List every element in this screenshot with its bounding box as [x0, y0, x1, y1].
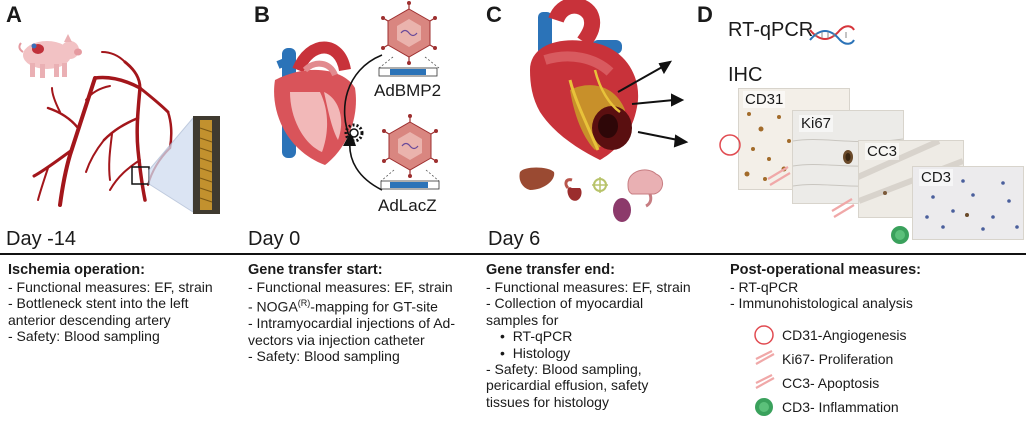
cd3-stain-texture	[925, 179, 1019, 231]
lymph-icon	[592, 177, 608, 193]
column-line: vectors via injection catheter	[248, 331, 425, 348]
red-ring-icon	[719, 134, 741, 156]
column-gene-transfer-end: Gene transfer end: - Functional measures…	[486, 262, 718, 410]
adlacz-virus-icon	[382, 114, 438, 178]
rtqpcr-title: RT-qPCR	[728, 19, 814, 41]
panel-letter-c: C	[486, 2, 502, 27]
panel-a-illustration	[18, 34, 220, 214]
coronary-artery-tree	[32, 51, 173, 207]
vector-label-adbmp2: AdBMP2	[374, 81, 442, 100]
panel-c-illustration	[519, 0, 689, 222]
column-line: - Safety: Blood sampling,	[486, 361, 642, 378]
legend-label-cd31: CD31-Angiogenesis	[782, 327, 907, 343]
column-line: - Functional measures: EF, strain	[8, 279, 213, 295]
column-line: - Functional measures: EF, strain	[486, 279, 691, 295]
column-line: - Bottleneck stent into the left	[8, 295, 189, 312]
histology-tile-ki67: Ki67	[792, 110, 904, 204]
column-ischemia: Ischemia operation: - Functional measure…	[8, 262, 243, 345]
tile-label-ki67: Ki67	[799, 115, 834, 132]
column-post-operational: Post-operational measures: - RT-qPCR - I…	[730, 262, 1020, 312]
legend-label-cc3: CC3- Apoptosis	[782, 375, 880, 391]
legend-ki67-fiber-icon	[755, 350, 775, 365]
column-line: - RT-qPCR	[730, 279, 799, 295]
column-line: - Safety: Blood sampling	[8, 328, 160, 345]
column-line: - Functional measures: EF, strain	[248, 279, 453, 295]
legend-label-ki67: Ki67- Proliferation	[782, 351, 894, 367]
ki67-fiber-icon	[767, 166, 791, 186]
panel-letter-a: A	[6, 2, 22, 27]
panel-b-illustration	[274, 1, 440, 191]
bullet-item: • RT-qPCR	[500, 328, 573, 345]
column-line: - Safety: Blood sampling	[248, 348, 400, 365]
bullet-label: Histology	[512, 344, 571, 361]
legend-icons	[754, 325, 775, 416]
panel-letter-b: B	[254, 2, 270, 27]
legend-label-cd3: CD3- Inflammation	[782, 399, 899, 415]
column-title: Gene transfer start:	[248, 262, 383, 278]
bullet-label: RT-qPCR	[512, 328, 573, 345]
spleen-icon	[613, 198, 631, 222]
timeline-line	[0, 253, 1026, 255]
legend-red-ring-icon	[754, 325, 774, 345]
brain-icon	[627, 169, 663, 195]
vector-label-adlacz: AdLacZ	[378, 196, 437, 215]
day-label-c: Day 6	[488, 228, 541, 250]
column-title: Ischemia operation:	[8, 262, 145, 278]
kidney-icon	[567, 187, 582, 201]
day-label-b: Day 0	[248, 228, 301, 250]
liver-icon	[519, 167, 555, 190]
column-line: - NOGA(R)-mapping for GT-site	[248, 298, 438, 316]
histology-tile-cd3: CD3	[912, 166, 1024, 240]
column-line: - Immunohistological analysis	[730, 295, 913, 312]
tile-label-cc3: CC3	[865, 143, 900, 160]
tile-label-cd3: CD3	[919, 169, 954, 186]
column-line: - Intramyocardial injections of Ad-	[248, 315, 455, 332]
column-line: anterior descending artery	[8, 311, 171, 328]
heart-cross-section	[274, 41, 356, 165]
cc3-fiber-icon	[831, 198, 855, 218]
tile-label-cd31: CD31	[743, 91, 786, 108]
column-line: pericardial effusion, safety	[486, 377, 649, 394]
tile-markers	[719, 134, 909, 244]
cd31-stain-texture	[744, 112, 791, 181]
legend-cc3-fiber-icon	[755, 374, 775, 389]
dna-helix-icon	[809, 25, 855, 45]
column-title: Post-operational measures:	[730, 262, 921, 278]
column-line: tissues for histology	[486, 393, 609, 410]
column-line: - Collection of myocardial	[486, 295, 644, 312]
column-line: samples for	[486, 311, 559, 328]
pig-icon	[18, 34, 82, 78]
infarcted-heart-icon	[530, 0, 639, 161]
injection-site-icon	[344, 123, 364, 143]
column-title: Gene transfer end:	[486, 262, 615, 278]
day-label-a: Day -14	[6, 228, 77, 250]
ihc-title: IHC	[728, 64, 763, 86]
panel-letter-d: D	[697, 2, 713, 27]
adbmp2-virus-icon	[381, 1, 437, 65]
column-gene-transfer-start: Gene transfer start: - Functional measur…	[248, 262, 488, 365]
bullet-item: • Histology	[500, 344, 571, 361]
